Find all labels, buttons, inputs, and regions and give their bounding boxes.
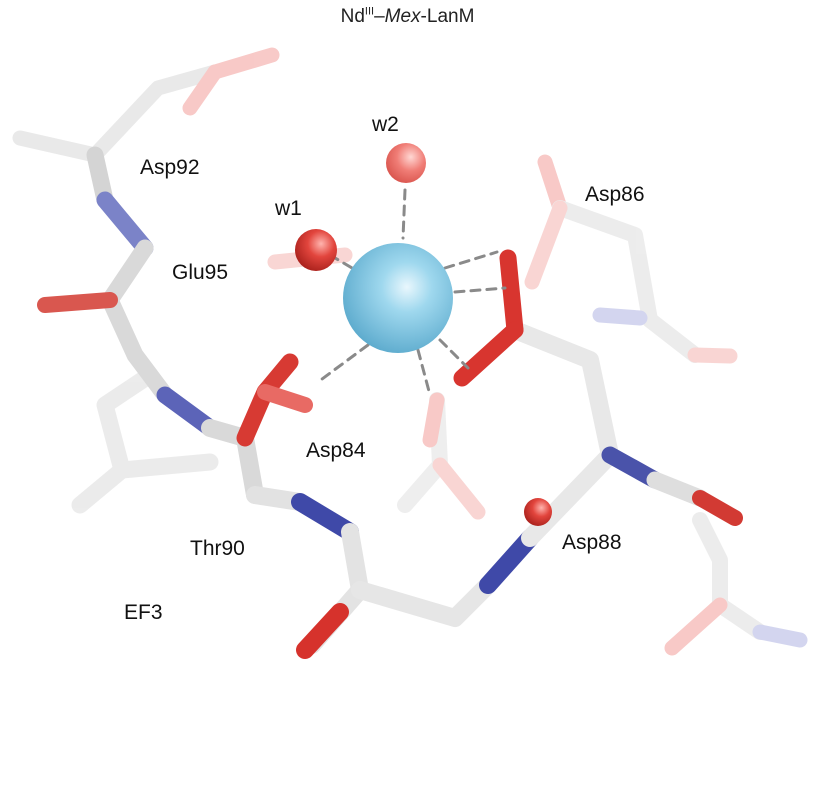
label-w1: w1 <box>275 197 302 220</box>
backbone-left-nitrogen <box>96 191 154 257</box>
chain-lower-right-carbon <box>692 512 768 640</box>
label-asp86: Asp86 <box>585 183 645 206</box>
label-ef3: EF3 <box>124 601 163 624</box>
bond-asp84 <box>416 348 432 397</box>
chain-glu95-carbon <box>71 366 159 514</box>
label-asp92: Asp92 <box>140 156 200 179</box>
backbone-left-nitrogen2 <box>156 386 219 437</box>
backbone-bottom-carbon <box>351 576 497 627</box>
chain-asp84-oxygen <box>432 457 486 520</box>
bond-asp86-o1 <box>443 250 499 270</box>
backbone-bottom-nitrogen <box>479 529 539 594</box>
asp88-oxygen-sphere <box>524 498 552 526</box>
backbone-asp88-carbon <box>506 321 619 547</box>
chain-right-nitrogen <box>592 307 648 326</box>
bond-asp86-o2 <box>453 286 507 294</box>
coordination-bonds <box>316 188 507 397</box>
water-w2-sphere <box>386 143 426 183</box>
title-organism: Mex <box>384 6 421 27</box>
chain-asp84-carbon <box>397 392 448 513</box>
chain-asp86-oxygen2 <box>524 200 568 290</box>
chain-asp92-oxygen2 <box>182 64 223 116</box>
backbone-right-carbon <box>646 471 709 507</box>
chain-asp92-oxygen <box>207 47 280 80</box>
chain-asp86-oxygen <box>537 154 568 216</box>
main-backbone <box>37 146 743 659</box>
label-asp84: Asp84 <box>306 439 366 462</box>
chain-asp84-oxygen2 <box>422 392 445 448</box>
label-asp88: Asp88 <box>562 531 622 554</box>
backbone-right-oxygen <box>692 490 743 526</box>
chain-asp86-carbon <box>552 200 703 363</box>
backbone-left-carbonyl-o <box>37 292 118 313</box>
chain-glu95-carbon2 <box>113 453 219 479</box>
water-w1-sphere <box>295 229 337 271</box>
bond-asp88 <box>438 338 470 370</box>
title-element: Nd <box>340 6 365 27</box>
chain-lower-right-nitrogen <box>752 624 808 648</box>
title-oxidation-state: III <box>364 5 375 18</box>
backbone-asp88-oxygen1 <box>499 249 524 339</box>
bond-w2 <box>401 188 407 240</box>
label-glu95: Glu95 <box>172 261 229 284</box>
chain-lower-right-oxygen <box>664 597 728 656</box>
backbone-left-carbon <box>101 239 174 404</box>
backbone-asp88-oxygen2 <box>453 321 524 387</box>
chain-asp92-carbon <box>12 64 223 163</box>
backbone-right-nitrogen <box>601 446 664 489</box>
label-thr90: Thr90 <box>190 537 245 560</box>
bond-glu95 <box>316 343 370 384</box>
nd-ion-sphere <box>343 243 453 353</box>
label-w2: w2 <box>372 113 399 136</box>
backbone-lower-nitrogen <box>291 493 359 541</box>
backbone-thr90-oxygen2 <box>257 384 313 413</box>
chain-right-carbon <box>687 347 738 364</box>
figure-title: NdIII–Mex-LanM <box>0 6 815 28</box>
title-separator: – <box>374 6 385 27</box>
backbone-lower-carbonyl-o <box>296 603 349 659</box>
title-protein: -LanM <box>420 6 475 27</box>
